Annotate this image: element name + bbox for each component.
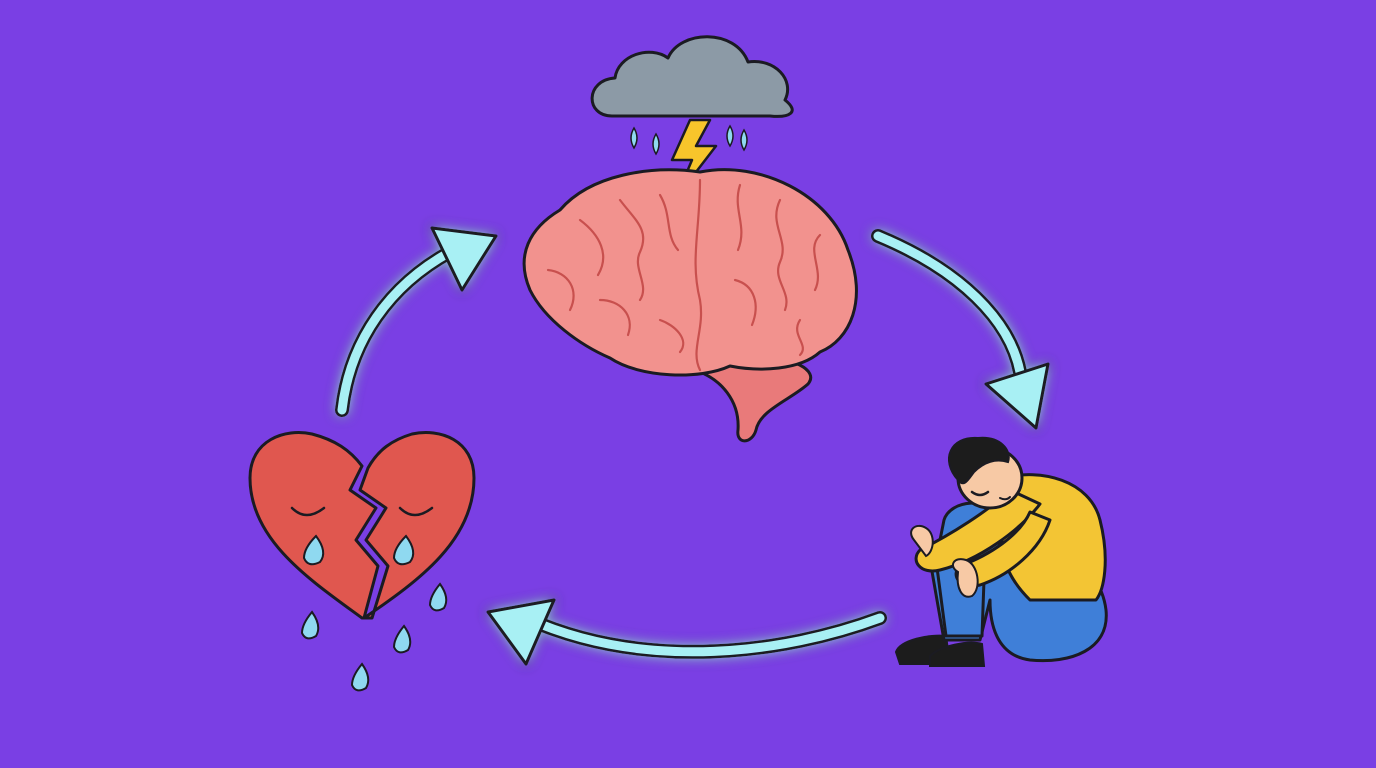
tear-icon xyxy=(300,610,320,640)
arrow-heart-to-brain xyxy=(335,226,498,417)
brain-icon xyxy=(522,168,858,443)
arrow-brain-to-person xyxy=(871,229,1050,430)
arrow-person-to-heart xyxy=(486,598,887,666)
tear-icon xyxy=(350,662,370,692)
storm-cloud-icon xyxy=(590,35,794,200)
broken-heart-icon xyxy=(248,431,476,692)
hair-icon xyxy=(947,436,1010,485)
hand-icon xyxy=(951,558,979,598)
shoe-icon xyxy=(929,641,986,667)
sad-person-icon xyxy=(894,436,1108,667)
hand-icon xyxy=(910,524,934,558)
raindrop-icon xyxy=(740,128,748,152)
raindrop-icon xyxy=(630,126,638,150)
tear-icon xyxy=(302,534,325,566)
raindrop-icon xyxy=(726,124,734,148)
raindrop-icon xyxy=(652,132,660,156)
tear-icon xyxy=(392,534,415,566)
tear-icon xyxy=(428,582,448,612)
tear-icon xyxy=(392,624,412,654)
